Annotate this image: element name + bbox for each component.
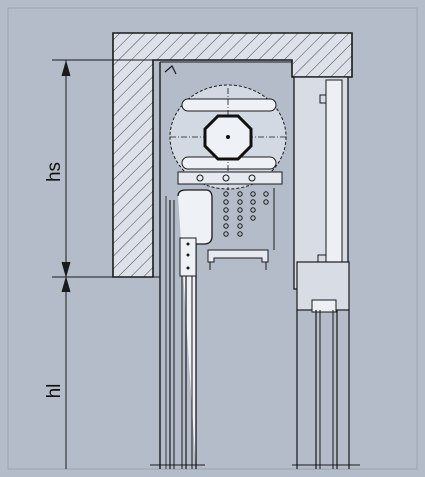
- dimension-lines: [52, 59, 160, 469]
- shutter-box-housing: [159, 61, 292, 469]
- roller-mechanism: [169, 84, 288, 270]
- dimension-label-hl: hl: [44, 384, 65, 399]
- guide-rail: [150, 189, 213, 469]
- drawing-frame: [7, 7, 418, 470]
- window-frame-right: [292, 76, 360, 469]
- dimension-label-hs: hs: [44, 162, 65, 182]
